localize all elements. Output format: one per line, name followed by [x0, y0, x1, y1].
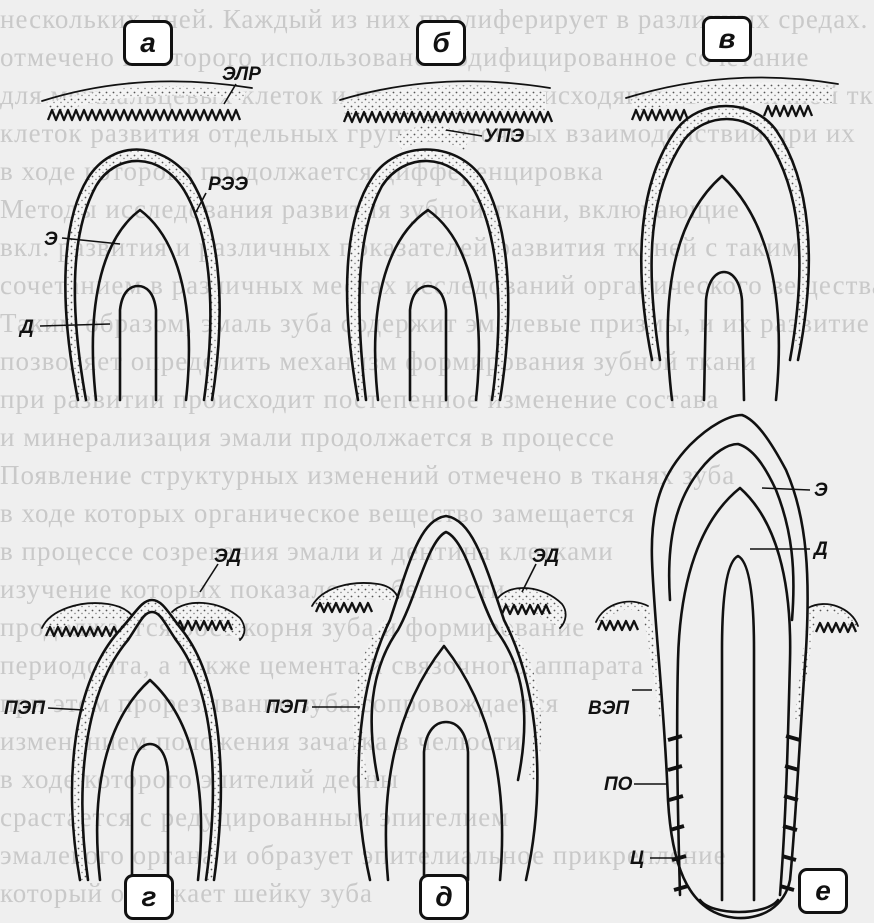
label-ree: РЭЭ: [208, 174, 248, 195]
panel-label-a: а: [123, 20, 173, 66]
panel-v-drawing: [626, 78, 838, 400]
label-pep-g: ПЭП: [4, 698, 45, 719]
panel-e-pulp: [722, 556, 754, 900]
panel-e-enamel-inner: [669, 444, 793, 620]
panel-g-outer-epithelium: [72, 600, 221, 880]
label-upe: УПЭ: [484, 126, 525, 147]
panel-label-g: г: [124, 874, 174, 920]
label-ts: Ц: [630, 848, 644, 869]
panel-d-dentin-outer: [386, 646, 502, 880]
label-elr: ЭЛР: [222, 64, 261, 85]
panel-b-pulp: [410, 286, 446, 400]
label-ed-g: ЭД: [214, 546, 241, 567]
label-d-a: Д: [18, 317, 34, 338]
panel-v-dentin-outer: [668, 176, 779, 400]
label-e-e: Э: [814, 480, 828, 501]
panel-v-gum-ridges-right: [764, 106, 812, 116]
label-vep: ВЭП: [588, 698, 629, 719]
panel-b-outer-epithelium: [347, 150, 508, 401]
panel-a-pulp: [120, 286, 156, 400]
panel-d-pulp: [424, 722, 468, 880]
panel-label-b: б: [416, 20, 466, 66]
panel-b-fused-epithelium: [395, 125, 470, 150]
panel-g-gum-left-ridges: [46, 627, 126, 636]
panel-v-gum-ridges-left: [632, 110, 688, 120]
panel-a-dentin-outer: [93, 210, 189, 400]
label-pep-d: ПЭП: [266, 697, 307, 718]
label-po: ПО: [604, 774, 633, 795]
panel-g-dentin-outer: [97, 680, 201, 880]
panel-d-enamel-outer: [372, 532, 525, 780]
panel-v-pulp: [704, 272, 744, 400]
panel-g-outer-contour: [72, 600, 221, 880]
panel-g-drawing: [42, 600, 245, 880]
panel-d-drawing: [312, 516, 566, 880]
label-ed-d: ЭД: [532, 546, 559, 567]
panel-a-gum-ridges: [48, 110, 240, 120]
panel-a-drawing: [42, 81, 252, 400]
panel-label-d: д: [419, 874, 469, 920]
label-e-a: Э: [44, 229, 58, 250]
panel-v-outer-contour: [641, 106, 809, 360]
panel-b-dentin-outer: [375, 210, 479, 400]
panel-label-e: е: [798, 868, 848, 914]
panel-label-v: в: [702, 16, 752, 62]
label-d-e: Д: [812, 539, 828, 560]
panel-e-cement-stripes: [668, 736, 800, 890]
panel-g-pulp: [132, 744, 168, 880]
